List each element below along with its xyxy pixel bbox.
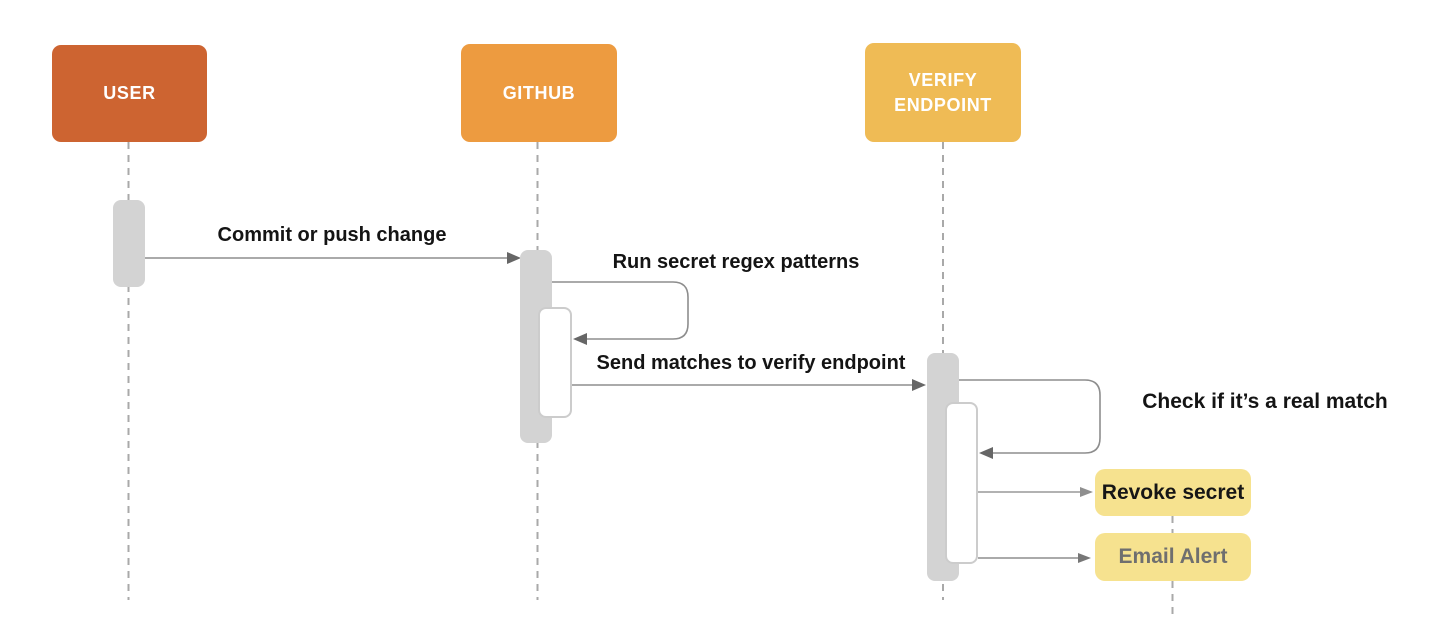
note-revoke-secret: Revoke secret (1095, 469, 1251, 516)
note-email-alert: Email Alert (1095, 533, 1251, 581)
note-email-alert-label: Email Alert (1118, 545, 1228, 568)
actor-verify-endpoint-label: VERIFY ENDPOINT (894, 70, 992, 115)
message-label-check-if-real-match: Check if it’s a real match (1142, 390, 1388, 413)
actor-verify-endpoint: VERIFY ENDPOINT (865, 43, 1021, 142)
activation-github-nested (538, 307, 572, 418)
self-loop-github (552, 281, 689, 340)
message-label-send-matches-to-verify-endpoint: Send matches to verify endpoint (596, 352, 906, 374)
arrow-email-head-icon (1078, 553, 1091, 563)
actor-github: GITHUB (461, 44, 617, 142)
actor-user-label: USER (103, 83, 156, 104)
arrow-commit-head-icon (507, 252, 521, 264)
arrow-revoke-head-icon (1080, 487, 1093, 497)
actor-github-label: GITHUB (502, 82, 576, 103)
message-label-run-secret-regex-patterns: Run secret regex patterns (612, 251, 860, 273)
arrow-send-head-icon (912, 379, 926, 391)
activation-user (113, 200, 145, 287)
actor-user: USER (52, 45, 207, 142)
message-label-commit-or-push-change: Commit or push change (217, 224, 447, 246)
self-loop-github-head-icon (573, 333, 587, 345)
note-revoke-secret-label: Revoke secret (1101, 480, 1245, 504)
activation-verify-endpoint-nested (945, 402, 978, 564)
self-loop-verify (959, 379, 1101, 454)
self-loop-verify-head-icon (979, 447, 993, 459)
